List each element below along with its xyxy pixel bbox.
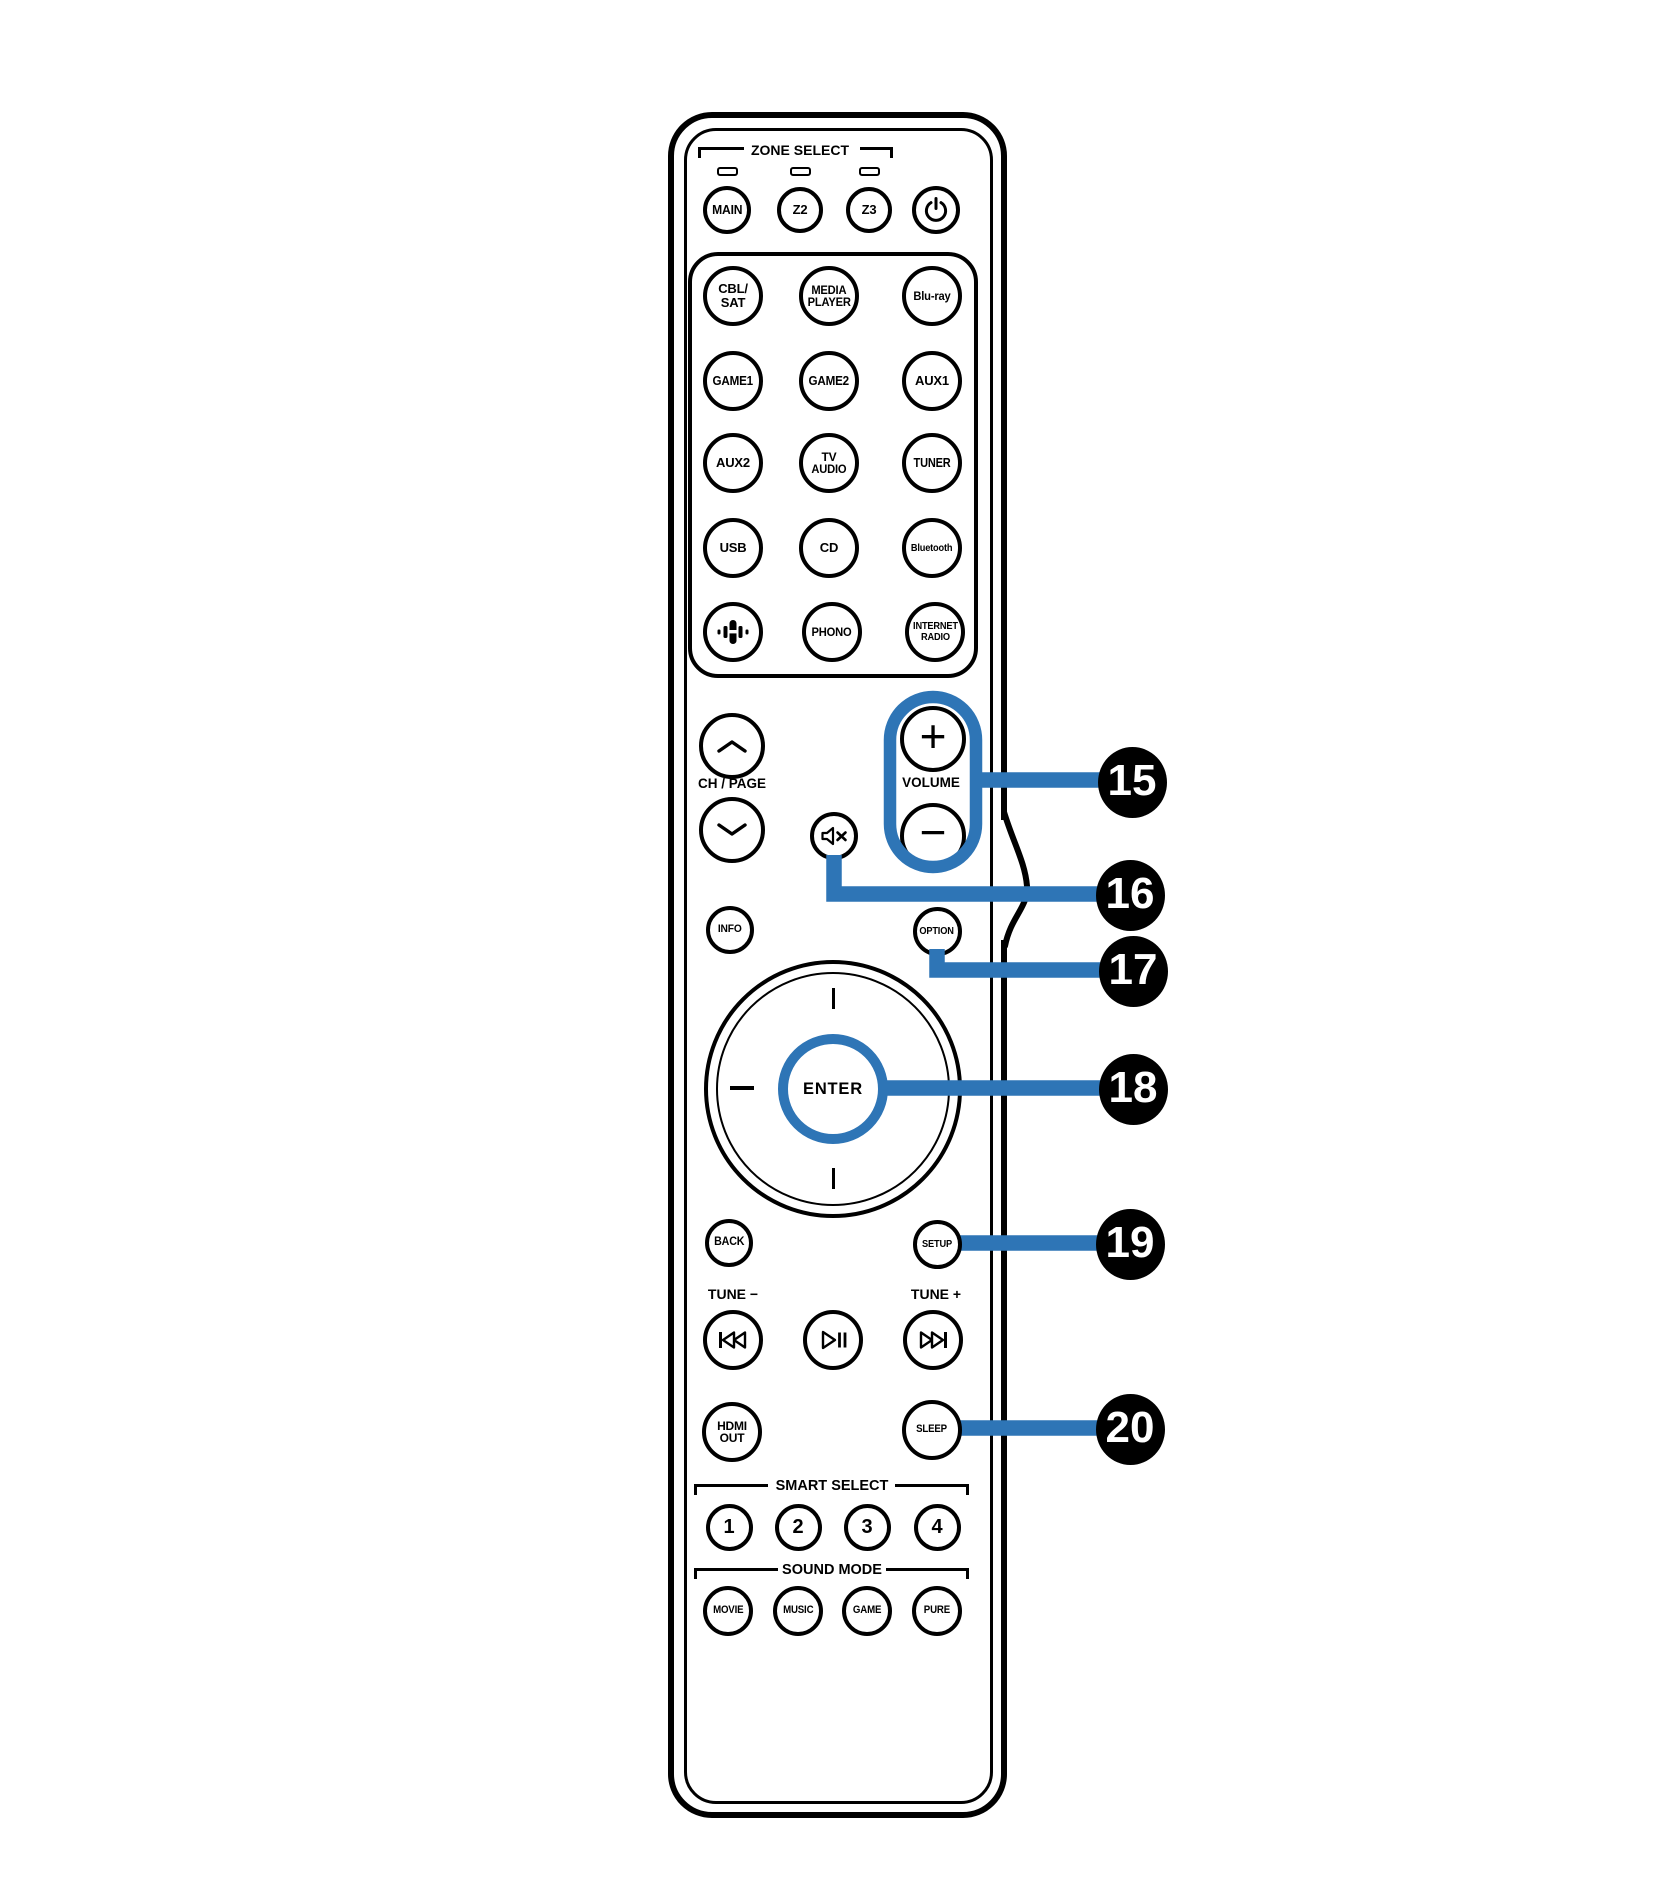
sound-mode-pure-button[interactable]: PURE [912, 1586, 962, 1636]
main-zone-button[interactable]: MAIN [703, 186, 751, 234]
smart-select-3-button[interactable]: 3 [843, 1503, 891, 1551]
source-usb-button[interactable]: USB [703, 518, 763, 578]
smart-select-1-button[interactable]: 1 [705, 1503, 753, 1551]
source-phono-button[interactable]: PHONO [802, 602, 862, 662]
chevron-up-icon [717, 740, 747, 753]
sound-mode-music-button[interactable]: MUSIC [773, 1586, 823, 1636]
bracket-tick [966, 1484, 969, 1495]
z3-zone-button[interactable]: Z3 [846, 187, 892, 233]
ch-page-down-button[interactable] [699, 797, 765, 863]
enter-button[interactable]: ENTER [778, 1034, 888, 1144]
option-button[interactable]: OPTION [912, 906, 962, 956]
volume-up-button[interactable]: + [900, 706, 966, 772]
smart-select-4-button[interactable]: 4 [913, 1503, 961, 1551]
source-cd-button[interactable]: CD [799, 518, 859, 578]
power-button[interactable] [912, 186, 960, 234]
bracket-line [895, 1484, 969, 1487]
source-buttons-group [688, 252, 978, 678]
back-button[interactable]: BACK [705, 1219, 753, 1267]
callout-17: 17 [1098, 935, 1168, 1007]
cursor-left-tick [730, 1086, 754, 1090]
source-heos-button[interactable] [703, 602, 763, 662]
cursor-down-tick [831, 1168, 835, 1189]
zone-led-z3 [858, 167, 880, 176]
tune-plus-label: TUNE + [910, 1286, 962, 1302]
bracket-tick [698, 147, 701, 158]
power-icon [924, 197, 948, 222]
smart-select-header: SMART SELECT [775, 1478, 889, 1494]
sound-mode-movie-button[interactable]: MOVIE [703, 1586, 753, 1636]
bracket-line [860, 147, 893, 150]
mute-button[interactable] [810, 812, 858, 860]
smart-select-2-button[interactable]: 2 [774, 1503, 822, 1551]
setup-button[interactable]: SETUP [912, 1219, 962, 1269]
bracket-tick [890, 147, 893, 158]
callout-20: 20 [1095, 1393, 1165, 1465]
bracket-tick [694, 1568, 697, 1579]
source-bluetooth-button[interactable]: Bluetooth [902, 518, 962, 578]
bracket-tick [966, 1568, 969, 1579]
skip-forward-button[interactable] [903, 1310, 963, 1370]
skip-back-icon [719, 1331, 747, 1349]
source-tuner-button[interactable]: TUNER [902, 433, 962, 493]
bracket-tick [694, 1484, 697, 1495]
audio-wave-icon [717, 620, 749, 644]
tune-minus-label: TUNE − [707, 1286, 759, 1302]
sound-mode-header: SOUND MODE [782, 1562, 882, 1578]
bracket-line [694, 1484, 768, 1487]
source-game1-button[interactable]: GAME1 [703, 351, 763, 411]
sound-mode-game-button[interactable]: GAME [842, 1586, 892, 1636]
source-cbl-sat-button[interactable]: CBL/SAT [703, 266, 763, 326]
ch-page-up-button[interactable] [699, 713, 765, 779]
zone-select-header: ZONE SELECT [750, 142, 849, 158]
mute-icon [821, 826, 847, 846]
callout-19: 19 [1095, 1208, 1165, 1280]
sleep-button[interactable]: SLEEP [902, 1400, 962, 1460]
source-aux1-button[interactable]: AUX1 [902, 351, 962, 411]
source-aux2-button[interactable]: AUX2 [703, 433, 763, 493]
info-button[interactable]: INFO [706, 906, 754, 954]
bracket-line [886, 1568, 969, 1571]
callout-16: 16 [1095, 859, 1165, 931]
callout-18: 18 [1098, 1053, 1168, 1125]
zone-led-main [716, 167, 738, 176]
zone-led-z2 [789, 167, 811, 176]
source-blu-ray-button[interactable]: Blu-ray [902, 266, 962, 326]
cursor-up-tick [831, 988, 835, 1009]
bracket-line [694, 1568, 778, 1571]
z2-zone-button[interactable]: Z2 [777, 187, 823, 233]
volume-label: VOLUME [902, 775, 960, 790]
skip-forward-icon [919, 1331, 947, 1349]
ch-page-label: CH / PAGE [697, 776, 766, 791]
bracket-line [698, 147, 744, 150]
skip-back-button[interactable] [703, 1310, 763, 1370]
play-pause-icon [821, 1330, 847, 1350]
chevron-down-icon [717, 823, 747, 836]
play-pause-button[interactable] [803, 1310, 863, 1370]
callout-15: 15 [1097, 746, 1167, 818]
volume-down-button[interactable]: − [900, 803, 966, 869]
source-game2-button[interactable]: GAME2 [799, 351, 859, 411]
